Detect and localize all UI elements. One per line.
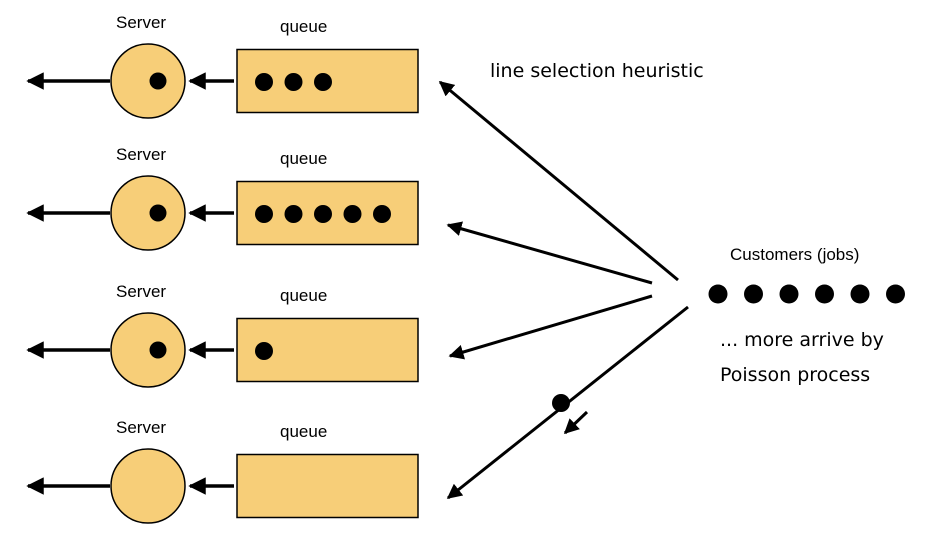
moving-customer-arrow xyxy=(563,410,589,435)
heuristic-label: line selection heuristic xyxy=(490,60,704,82)
queued-job-dot xyxy=(314,73,332,91)
queued-job-dot xyxy=(373,205,391,223)
server-label: Server xyxy=(116,145,166,164)
queue-box xyxy=(236,453,419,519)
dispatch-arrow-lane-1 xyxy=(438,80,679,282)
lane-4: Server queue xyxy=(26,418,419,524)
queue-label: queue xyxy=(280,149,327,168)
lane-2: Server queue xyxy=(26,145,419,251)
server-circle xyxy=(110,312,186,388)
queued-job-dot xyxy=(284,73,303,91)
server-label: Server xyxy=(116,282,166,301)
customers-group: Customers (jobs) ... more arrive by Pois… xyxy=(708,245,905,386)
queue-label: queue xyxy=(280,422,327,441)
customer-dot xyxy=(815,284,834,304)
server-circle xyxy=(110,43,186,119)
queued-job-dot xyxy=(255,342,273,360)
customer-dots xyxy=(708,284,905,304)
customer-dot xyxy=(886,284,905,304)
lane-1: Server queue xyxy=(26,13,419,119)
customer-dot xyxy=(779,284,799,304)
dispatch-arrows xyxy=(438,80,689,500)
queue-label: queue xyxy=(280,17,327,36)
queued-job-dot xyxy=(255,205,273,223)
customers-note-line-2: Poisson process xyxy=(720,364,870,386)
customers-note-line-1: ... more arrive by xyxy=(720,329,884,351)
dispatch-arrow-lane-2 xyxy=(446,221,653,285)
queued-job-dot xyxy=(343,205,362,223)
lane-3: Server queue xyxy=(26,282,419,388)
queued-job-dot xyxy=(284,205,303,223)
queue-label: queue xyxy=(280,286,327,305)
customers-title: Customers (jobs) xyxy=(730,245,859,264)
moving-customer-dot xyxy=(552,394,570,412)
job-in-service-dot xyxy=(149,204,167,222)
customer-dot xyxy=(850,284,870,304)
job-in-service-dot xyxy=(149,341,167,359)
queued-job-dot xyxy=(314,205,332,223)
dispatch-arrow-lane-3 xyxy=(448,294,653,360)
server-label: Server xyxy=(116,13,166,32)
server-circle xyxy=(110,175,186,251)
server-circle xyxy=(110,448,186,524)
queued-job-dot xyxy=(255,73,273,91)
customer-dot xyxy=(708,284,728,304)
server-label: Server xyxy=(116,418,166,437)
customer-dot xyxy=(744,284,763,304)
job-in-service-dot xyxy=(149,72,167,90)
